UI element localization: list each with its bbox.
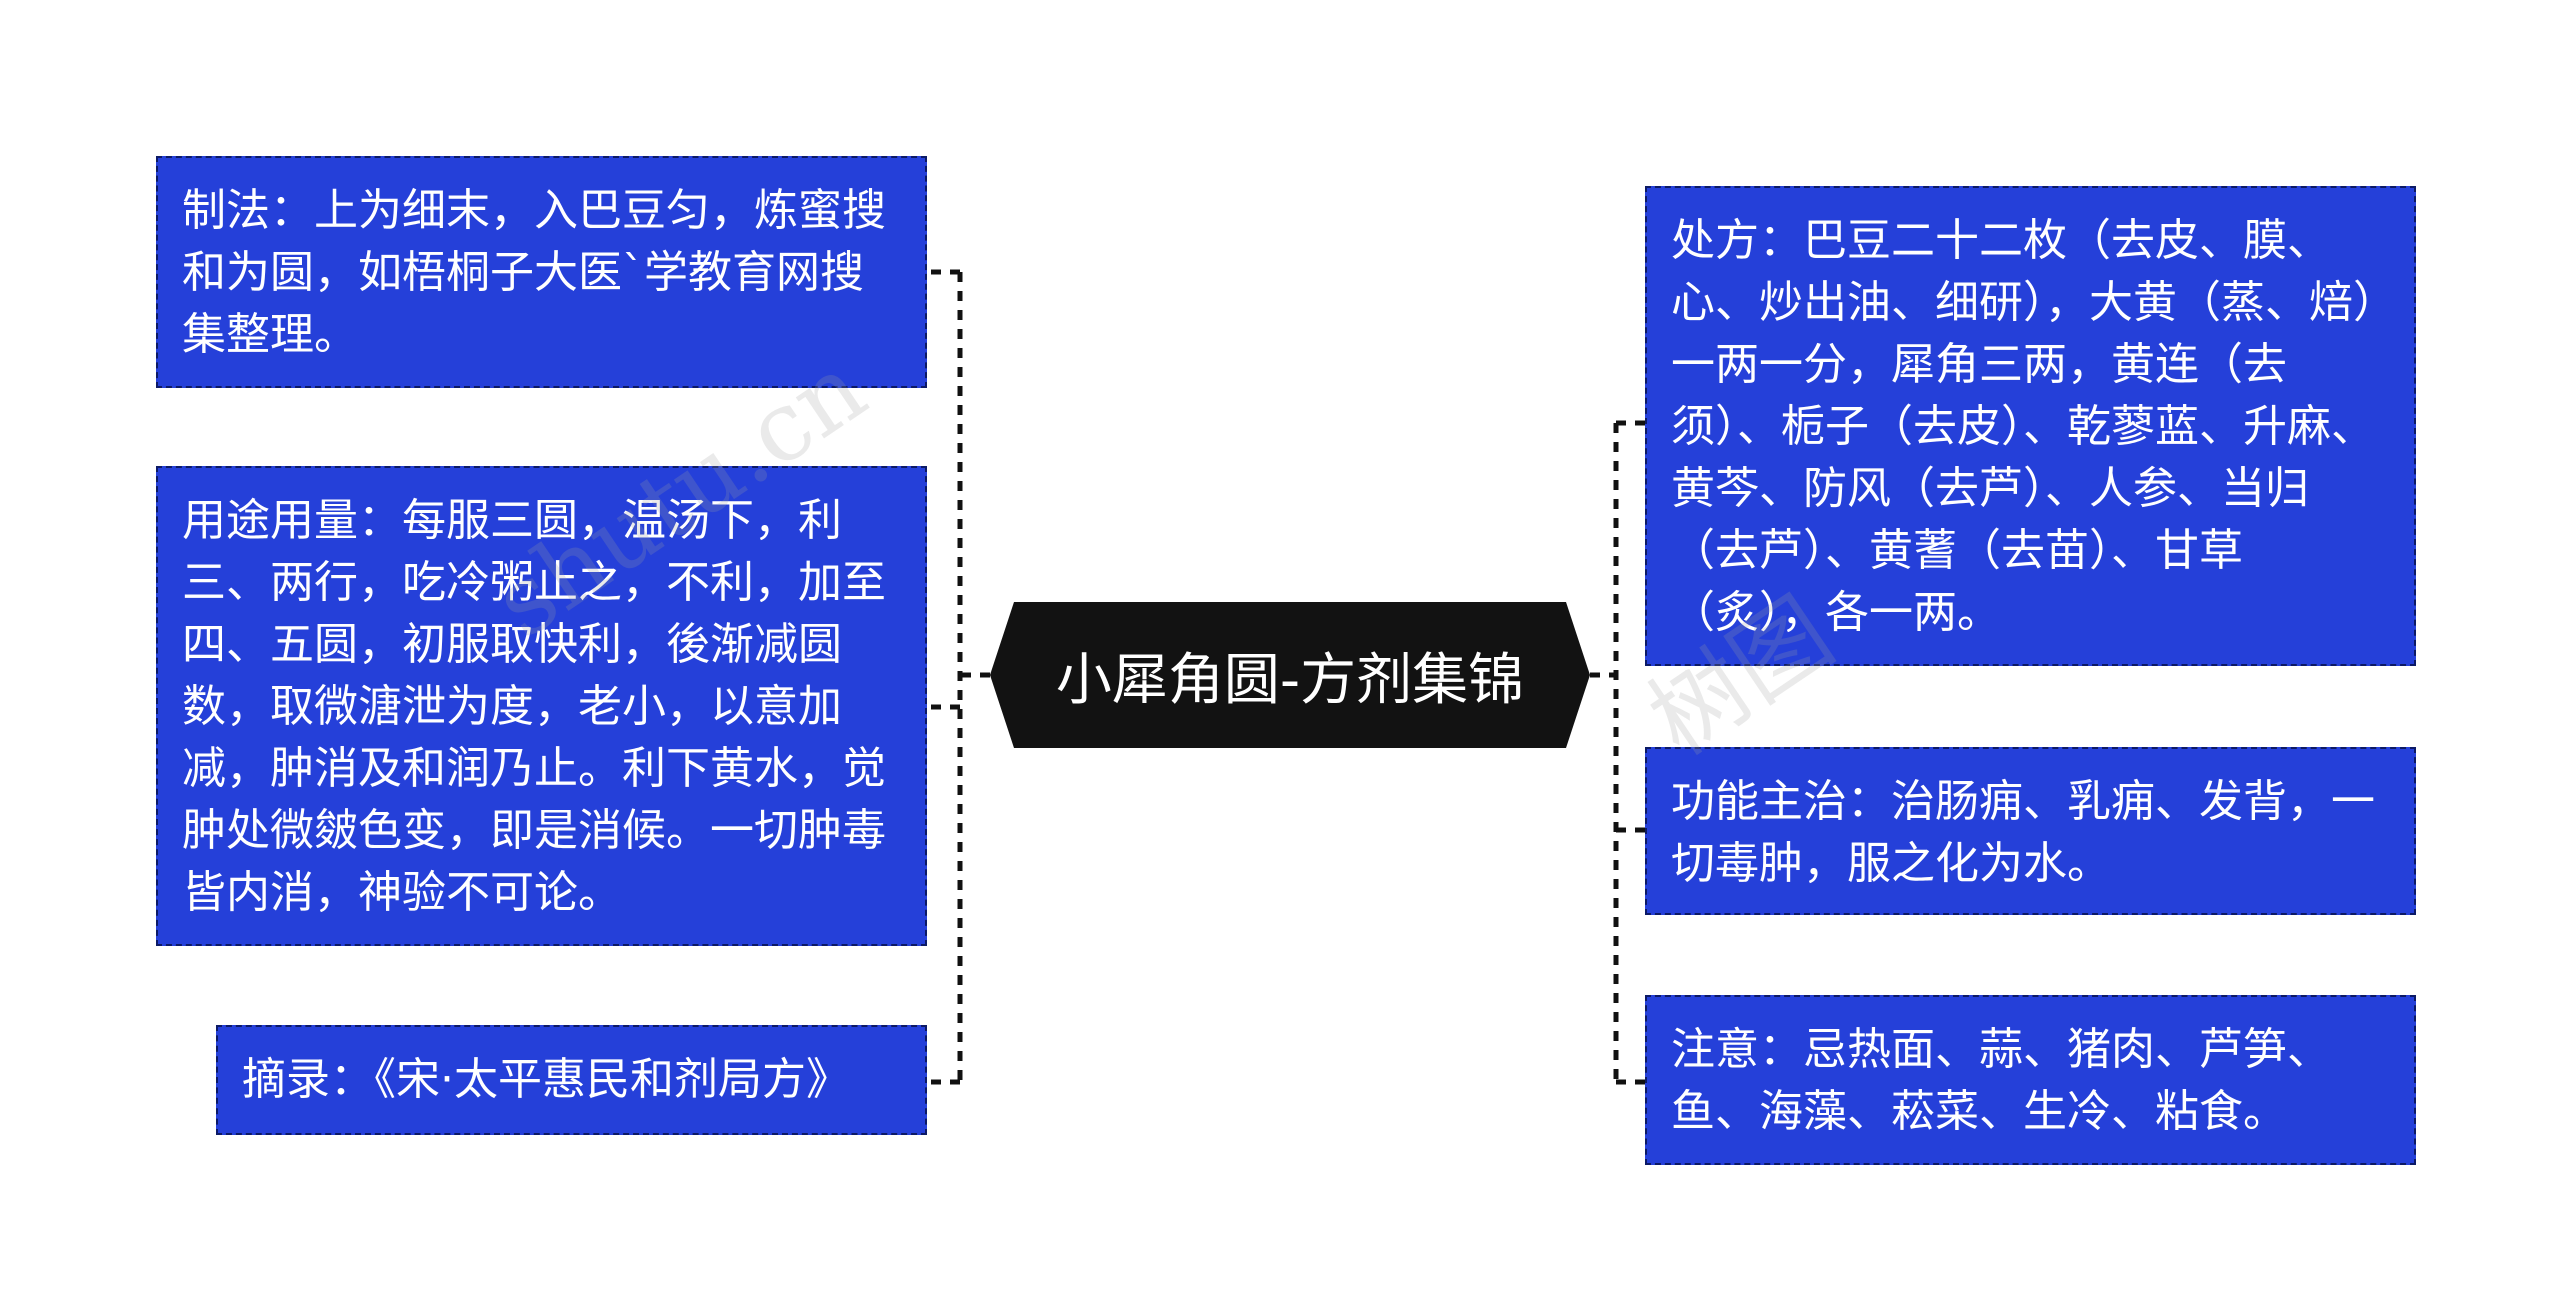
central-topic-title: 小犀角圆-方剂集锦 <box>1055 647 1525 713</box>
topic-caution-text: 注意：忌热面、蒜、猪肉、芦笋、鱼、海藻、菘菜、生冷、粘食。 <box>1671 1024 2331 1137</box>
topic-formula[interactable]: 处方：巴豆二十二枚（去皮、膜、心、炒出油、细研），大黄（蒸、焙）一两一分，犀角三… <box>1645 186 2416 666</box>
topic-indications-text: 功能主治：治肠痈、乳痈、发背，一切毒肿，服之化为水。 <box>1671 776 2375 889</box>
topic-caution[interactable]: 注意：忌热面、蒜、猪肉、芦笋、鱼、海藻、菘菜、生冷、粘食。 <box>1645 995 2416 1165</box>
connector-right-trunk <box>1590 423 1619 1082</box>
topic-usage-dosage[interactable]: 用途用量：每服三圆，温汤下，利三、两行，吃冷粥止之，不利，加至四、五圆，初服取快… <box>156 466 927 946</box>
topic-formula-text: 处方：巴豆二十二枚（去皮、膜、心、炒出油、细研），大黄（蒸、焙）一两一分，犀角三… <box>1671 215 2375 638</box>
topic-source[interactable]: 摘录：《宋·太平惠民和剂局方》 <box>216 1025 927 1135</box>
topic-method[interactable]: 制法：上为细末，入巴豆匀，炼蜜搜和为圆，如梧桐子大医`学教育网搜集整理。 <box>156 156 927 388</box>
topic-method-text: 制法：上为细末，入巴豆匀，炼蜜搜和为圆，如梧桐子大医`学教育网搜集整理。 <box>182 185 886 360</box>
topic-indications[interactable]: 功能主治：治肠痈、乳痈、发背，一切毒肿，服之化为水。 <box>1645 747 2416 915</box>
connector-left-trunk <box>957 272 990 1082</box>
topic-usage-dosage-text: 用途用量：每服三圆，温汤下，利三、两行，吃冷粥止之，不利，加至四、五圆，初服取快… <box>182 495 886 918</box>
topic-source-text: 摘录：《宋·太平惠民和剂局方》 <box>242 1054 850 1105</box>
central-topic[interactable]: 小犀角圆-方剂集锦 <box>990 602 1590 748</box>
